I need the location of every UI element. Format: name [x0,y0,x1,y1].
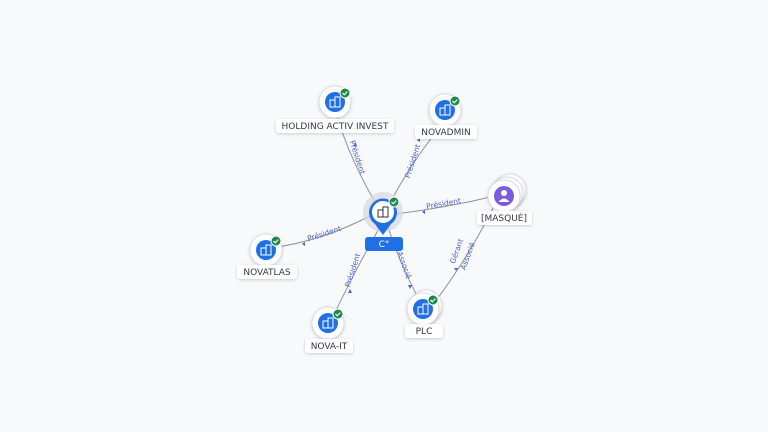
verified-badge-icon [339,87,351,99]
building-icon [417,303,429,315]
arrow-icon [348,289,352,293]
node-novadmin[interactable]: NOVADMIN [415,93,477,139]
building-icon [439,104,451,116]
node-novatlas[interactable]: NOVATLAS [237,233,297,279]
building-icon [260,244,272,256]
edge-label: Président [426,196,462,211]
building-icon [377,206,389,218]
edge-label: Président [343,252,362,288]
node-label: PLC [416,327,433,337]
node-label: [MASQUÉ] [481,212,527,224]
edge-label: Président [348,139,367,175]
arrow-icon [302,242,305,246]
person-icon [498,190,510,202]
node-center-company[interactable]: C° [363,192,403,251]
center-label: C° [379,240,390,250]
building-icon [322,317,334,329]
building-icon [329,96,341,108]
verified-badge-icon [388,196,400,208]
node-plc[interactable]: PLC [405,289,443,338]
node-label: NOVA-IT [311,342,348,352]
arrow-icon [422,210,425,214]
verified-badge-icon [449,95,461,107]
node-label: NOVATLAS [243,268,291,278]
arrow-icon [454,268,458,271]
edge-label: Président [403,143,422,179]
node-label: NOVADMIN [421,128,470,138]
node-masque[interactable]: [MASQUÉ] [477,173,532,225]
edge-label: Associé [395,250,413,280]
node-label: HOLDING ACTIV INVEST [282,122,389,132]
verified-badge-icon [270,235,282,247]
verified-badge-icon [427,294,439,306]
arrow-icon [353,143,357,147]
node-nova-it[interactable]: NOVA-IT [305,306,353,353]
verified-badge-icon [332,308,344,320]
edge-masque-center [394,195,496,215]
edge-label: Président [306,224,342,243]
arrow-icon [408,285,412,289]
node-holding-activ-invest[interactable]: HOLDING ACTIV INVEST [276,85,394,133]
